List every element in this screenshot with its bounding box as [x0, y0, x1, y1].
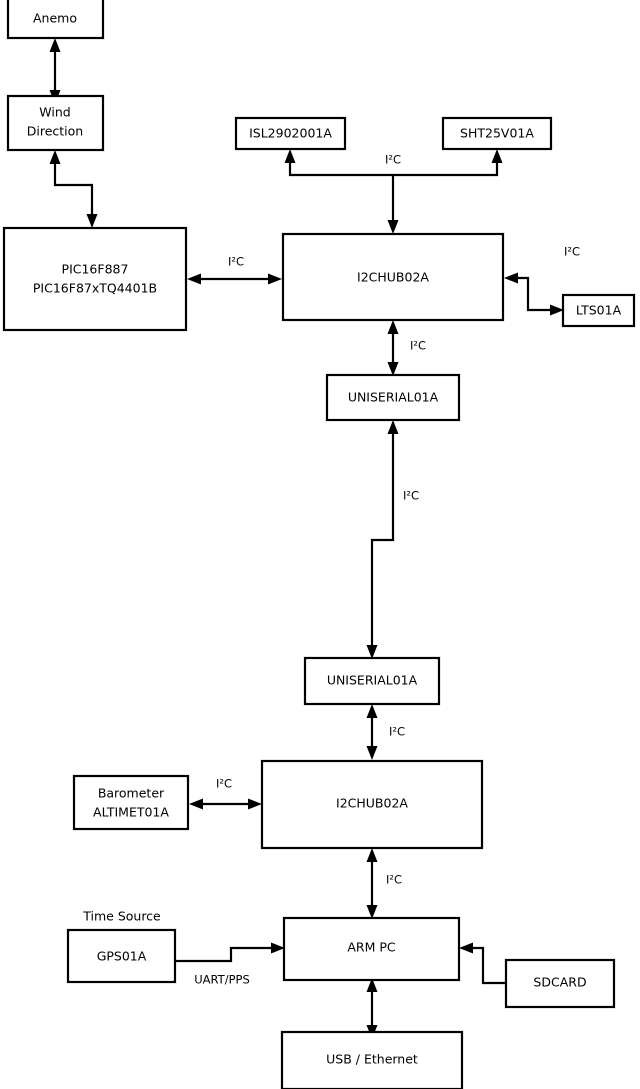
edge-label-uniserial-link: I²C [403, 489, 419, 503]
node-label-anemo: Anemo [33, 11, 77, 26]
arrow-head-down [366, 645, 378, 659]
label-time-source: Time Source [82, 909, 161, 924]
arrow-head-up-isl [284, 149, 296, 163]
edge-gps-armpc: UART/PPS [175, 942, 285, 987]
node-label-lts: LTS01A [576, 303, 622, 318]
arrow-head-right [248, 798, 262, 810]
node-label-hub-bot: I2CHUB02A [336, 796, 408, 811]
arrow-head-left [189, 798, 203, 810]
arrow-head-up [49, 38, 61, 52]
arrow-head-up [387, 320, 399, 334]
node-label-wind-line1: Wind [39, 105, 70, 120]
edge-label-hub-uniserial-top: I²C [410, 339, 426, 353]
edge-pic-hub-top: I²C [187, 255, 282, 285]
node-sht25v01a[interactable]: SHT25V01A [441, 116, 553, 151]
edge-label-gps-armpc: UART/PPS [194, 973, 250, 987]
node-sdcard[interactable]: SDCARD [504, 958, 616, 1009]
edge-label-hub-armpc: I²C [386, 873, 402, 887]
edge-label-hub-lts: I²C [564, 245, 580, 259]
node-label-pic-line1: PIC16F887 [62, 262, 129, 277]
node-label-uniserial-bot: UNISERIAL01A [327, 673, 418, 688]
node-isl2902001a[interactable]: ISL2902001A [234, 116, 347, 151]
node-label-isl: ISL2902001A [249, 126, 332, 141]
node-label-sdcard: SDCARD [533, 975, 586, 990]
node-pic16f887[interactable]: PIC16F887 PIC16F87xTQ4401B [2, 226, 188, 332]
node-usb-ethernet[interactable]: USB / Ethernet [280, 1030, 464, 1089]
node-uniserial01a-top[interactable]: UNISERIAL01A [325, 373, 461, 422]
node-arm-pc[interactable]: ARM PC [282, 916, 461, 982]
node-wind-direction[interactable]: Wind Direction [6, 94, 105, 152]
node-label-hub-top: I2CHUB02A [357, 270, 429, 285]
node-label-pic-line2: PIC16F87xTQ4401B [33, 281, 157, 296]
arrow-head-up [387, 420, 399, 434]
edge-hub-armpc: I²C [366, 848, 402, 919]
edge-label-hub-sensors: I²C [385, 153, 401, 167]
arrow-head-left [187, 273, 201, 285]
node-label-uniserial-top: UNISERIAL01A [348, 390, 439, 405]
arrow-head-left-armpc [459, 942, 473, 954]
node-gps01a[interactable]: GPS01A [66, 928, 177, 984]
arrow-head-right [271, 942, 285, 954]
arrow-head-up-sht [491, 149, 503, 163]
arrow-head-up [366, 978, 378, 992]
node-label-barometer-line2: ALTIMET01A [93, 805, 169, 820]
edge-label-pic-hub: I²C [228, 255, 244, 269]
node-anemo[interactable]: Anemo [6, 0, 105, 40]
arrow-head-down [387, 362, 399, 376]
node-lts01a[interactable]: LTS01A [561, 293, 636, 328]
node-barometer[interactable]: Barometer ALTIMET01A [72, 774, 190, 831]
node-label-gps: GPS01A [97, 949, 147, 964]
edge-uniserial-link: I²C [366, 420, 419, 659]
arrow-head-left-hub [504, 272, 518, 284]
node-label-sht: SHT25V01A [460, 126, 534, 141]
edge-armpc-usbeth [366, 978, 378, 1039]
arrow-head-up [366, 848, 378, 862]
node-i2chub02a-top[interactable]: I2CHUB02A [281, 232, 505, 322]
edge-uniserial-hub-bot: I²C [366, 704, 405, 760]
arrow-head-down-hub [387, 220, 399, 234]
arrow-head-right-lts [550, 304, 564, 316]
edge-hub-uniserial-top: I²C [387, 320, 426, 376]
edge-wind-pic [49, 150, 98, 228]
arrow-head-right [268, 273, 282, 285]
node-label-wind-line2: Direction [27, 124, 83, 139]
edge-label-uniserial-hub-bot: I²C [389, 725, 405, 739]
edge-label-barometer-hub: I²C [216, 777, 232, 791]
arrow-head-down [366, 746, 378, 760]
arrow-head-up [49, 150, 61, 164]
node-label-barometer-line1: Barometer [98, 786, 165, 801]
edge-hub-sensors-bus: I²C [284, 149, 503, 234]
node-i2chub02a-bottom[interactable]: I2CHUB02A [260, 759, 484, 850]
edge-anemo-wind [49, 38, 61, 104]
arrow-head-down [86, 214, 98, 228]
arrow-head-down [366, 905, 378, 919]
node-uniserial01a-bottom[interactable]: UNISERIAL01A [303, 656, 441, 706]
arrow-head-up [366, 704, 378, 718]
node-label-usbeth: USB / Ethernet [326, 1052, 418, 1067]
edge-barometer-hub: I²C [189, 777, 262, 810]
node-label-armpc: ARM PC [347, 940, 396, 955]
edge-hub-lts: I²C [504, 245, 580, 316]
